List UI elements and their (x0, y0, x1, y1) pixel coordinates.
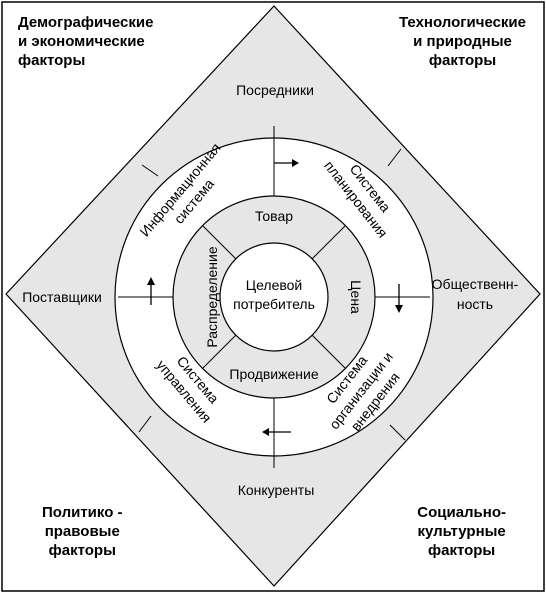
label-suppliers: Поставщики (22, 289, 102, 305)
mix-divider-se (311, 334, 346, 369)
svg-text:Цена: Цена (348, 280, 364, 314)
corner-demographic-economic: Демографические и экономические факторы (18, 14, 154, 69)
diamond-tick-sw (138, 415, 152, 433)
center-circle (219, 242, 329, 352)
svg-text:Распределение: Распределение (204, 246, 220, 348)
mix-divider-nw (202, 225, 237, 260)
arrow-right-icon (274, 159, 299, 167)
label-distribution: Распределение (204, 246, 220, 348)
arrow-left-icon (262, 428, 291, 436)
diamond-tick-nw (141, 164, 159, 177)
label-promotion: Продвижение (229, 366, 318, 382)
arrow-up-icon (147, 277, 155, 305)
label-public-line1: Общественн- (432, 276, 519, 292)
label-product: Товар (255, 208, 293, 224)
mix-divider-sw (202, 334, 237, 369)
corner-sociocultural: Социально- культурные факторы (417, 504, 506, 559)
arrow-down-icon (395, 284, 403, 313)
label-competitors: Конкуренты (238, 482, 315, 498)
mix-divider-ne (311, 225, 346, 260)
label-center-line1: Целевой (246, 277, 303, 293)
label-intermediaries: Посредники (236, 82, 314, 98)
label-public-line2: ность (457, 296, 493, 312)
diamond-tick-ne (387, 148, 402, 167)
diamond-tick-se (389, 424, 406, 441)
corner-political-legal: Политико - правовые факторы (42, 504, 123, 559)
label-price: Цена (348, 280, 364, 314)
corner-technological-natural: Технологические и природные факторы (399, 14, 526, 69)
label-center-line2: потребитель (233, 296, 315, 312)
